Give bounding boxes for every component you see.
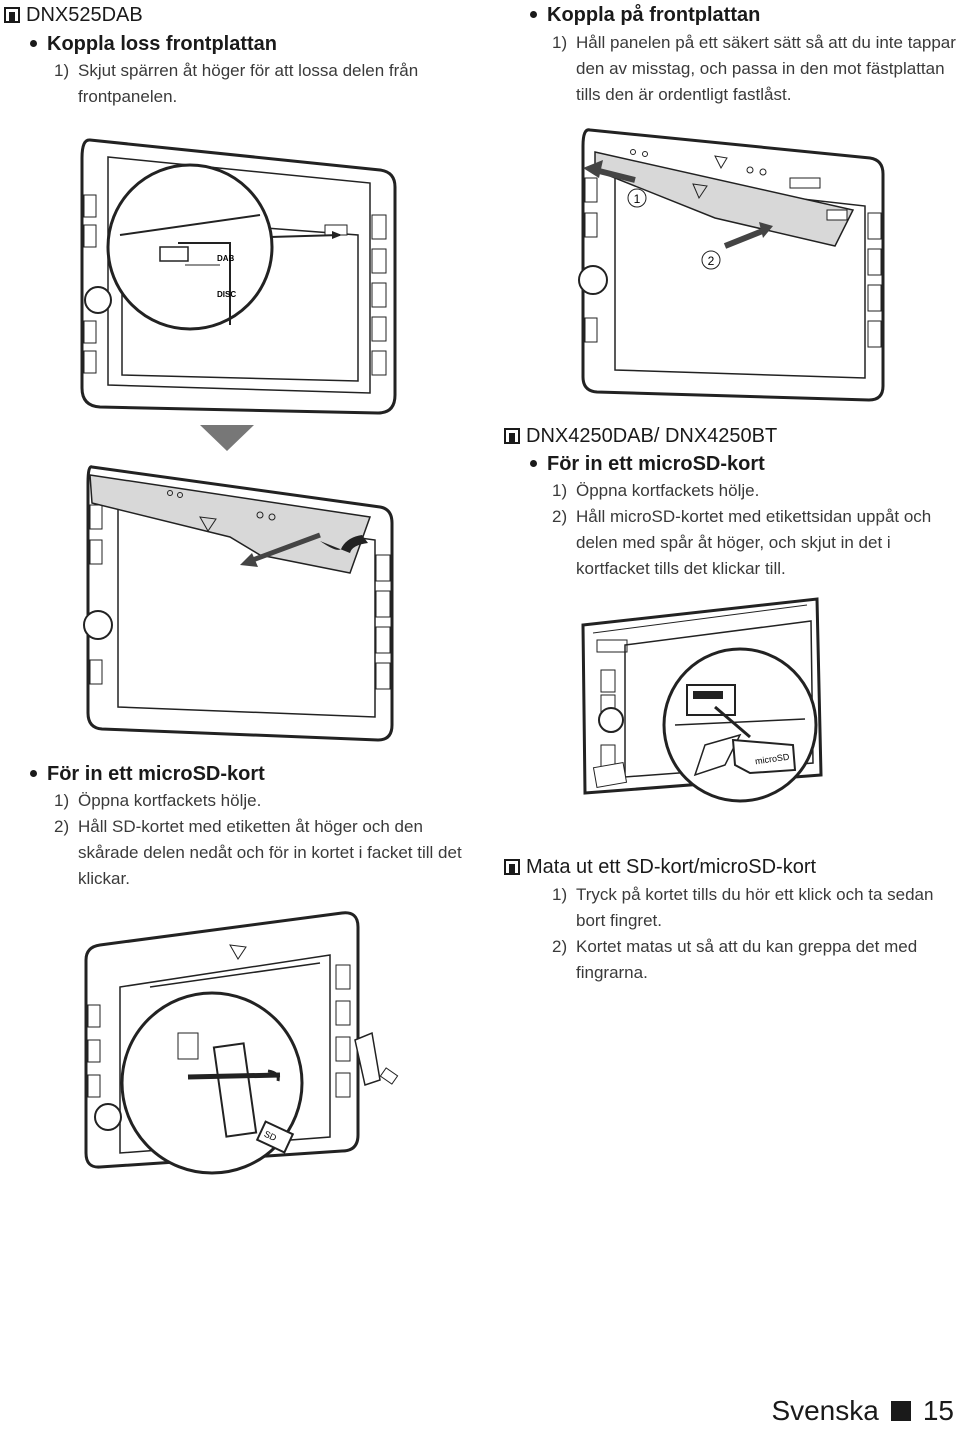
footer-square-icon — [890, 1401, 911, 1421]
section-marker-icon — [504, 859, 520, 875]
section-marker-icon — [4, 7, 20, 23]
page-number: 15 — [922, 1395, 954, 1426]
disc-label: DISC — [217, 290, 236, 299]
bullet-icon — [530, 11, 537, 18]
step-item: 1) Öppna kortfackets hölje. — [552, 481, 760, 500]
section-header-dnx525dab: DNX525DAB — [4, 3, 143, 27]
step-item: 1) Öppna kortfackets hölje. — [54, 791, 262, 810]
bullet-icon — [30, 770, 37, 777]
step-item: 1) Tryck på kortet tills du hör ett klic… — [552, 885, 934, 930]
figure-remove-faceplate: DAB DISC — [80, 138, 397, 415]
eject-steps: 1) Tryck på kortet tills du hör ett klic… — [552, 882, 957, 986]
language-label: Svenska — [771, 1395, 879, 1426]
insert-microsd-steps: 1) Öppna kortfackets hölje. 2) Håll micr… — [552, 478, 957, 582]
model-name: DNX4250DAB/ DNX4250BT — [526, 425, 778, 447]
page-footer: Svenska 15 — [771, 1395, 954, 1427]
section-marker-icon — [504, 428, 520, 444]
section-header-eject: Mata ut ett SD-kort/microSD-kort — [504, 855, 816, 879]
figure-faceplate-detaching — [83, 465, 394, 742]
remove-steps: 1) Skjut spärren åt höger för att lossa … — [54, 58, 464, 110]
insert-sd-steps-left: 1) Öppna kortfackets hölje. 2) Håll SD-k… — [54, 788, 464, 892]
down-arrow-icon — [200, 425, 254, 451]
figure-microsd-insert: microSD — [581, 597, 823, 803]
insert-sd-title-left: För in ett microSD-kort — [30, 762, 265, 786]
section-header-dnx4250: DNX4250DAB/ DNX4250BT — [504, 424, 777, 448]
figure-attach-faceplate: 1 2 — [578, 128, 885, 402]
bullet-icon — [530, 460, 537, 467]
insert-microsd-title: För in ett microSD-kort — [530, 452, 765, 476]
microsd-card-label: microSD — [754, 752, 790, 767]
callout-1-label: 1 — [634, 192, 641, 206]
step-item: 1) Håll panelen på ett säkert sätt så at… — [552, 33, 956, 104]
eject-title: Mata ut ett SD-kort/microSD-kort — [526, 856, 817, 878]
model-name: DNX525DAB — [26, 4, 143, 26]
figure-sd-insert: SD — [84, 911, 399, 1175]
dab-label: DAB — [217, 254, 235, 263]
step-item: 2) Håll microSD-kortet med etikettsidan … — [552, 507, 932, 578]
attach-faceplate-title: Koppla på frontplattan — [530, 3, 760, 27]
sd-card-label: SD — [262, 1129, 278, 1144]
remove-faceplate-title: Koppla loss frontplattan — [30, 32, 277, 56]
callout-2-label: 2 — [708, 254, 715, 268]
step-item: 2) Håll SD-kortet med etiketten åt höger… — [54, 817, 462, 888]
bullet-icon — [30, 40, 37, 47]
step-item: 2) Kortet matas ut så att du kan greppa … — [552, 937, 918, 982]
step-item: 1) Skjut spärren åt höger för att lossa … — [54, 61, 419, 106]
attach-steps: 1) Håll panelen på ett säkert sätt så at… — [552, 30, 957, 108]
